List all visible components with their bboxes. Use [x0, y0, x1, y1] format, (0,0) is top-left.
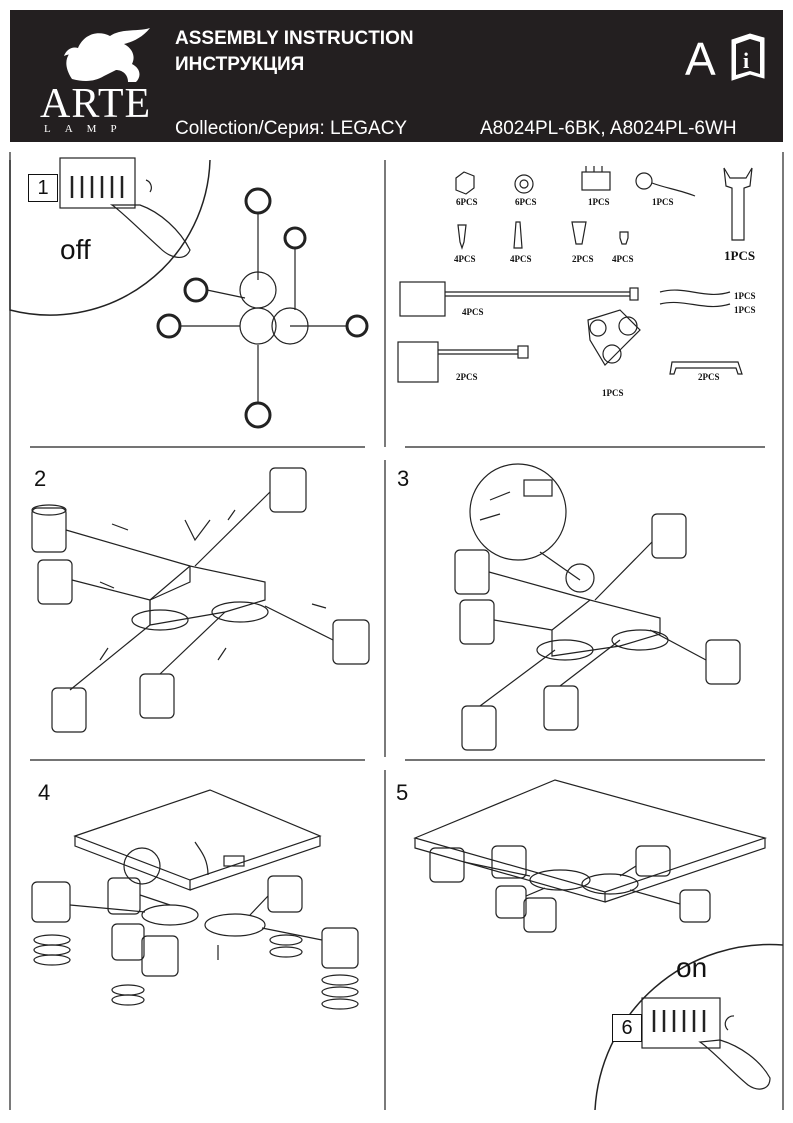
washer-qty-label: 6PCS	[515, 197, 537, 207]
language-letter: A	[685, 33, 716, 85]
page-title: ASSEMBLY INSTRUCTION	[175, 28, 414, 49]
step-2-number: 2	[34, 466, 47, 491]
wrench-qty-label: 1PCS	[724, 248, 756, 263]
step-6-on-label: on	[676, 952, 708, 983]
short-arm-qty-label: 2PCS	[456, 372, 478, 382]
hook-qty-label: 1PCS	[652, 197, 674, 207]
brand-name: ARTE	[40, 81, 152, 127]
model-numbers: A8024PL-6BK, A8024PL-6WH	[480, 118, 737, 139]
step-5-number: 5	[396, 780, 409, 805]
bracket-qty-label: 2PCS	[698, 372, 720, 382]
header-banner: ARTE LAMP ASSEMBLY INSTRUCTION ИНСТРУКЦИ…	[10, 10, 783, 142]
step-3-number: 3	[397, 466, 410, 491]
anchor-qty-label: 4PCS	[510, 254, 532, 264]
griffin-logo-icon	[64, 28, 150, 82]
wire-1-qty-label: 1PCS	[734, 291, 756, 301]
brand-subtitle: LAMP	[44, 123, 131, 135]
step-4-number: 4	[38, 780, 51, 805]
nut-qty-label: 6PCS	[456, 197, 478, 207]
screw-qty-label: 4PCS	[454, 254, 476, 264]
info-book-icon: i	[731, 33, 765, 81]
step-1-number: 1	[28, 174, 58, 202]
cap-qty-label: 2PCS	[572, 254, 594, 264]
page-title-ru: ИНСТРУКЦИЯ	[175, 54, 305, 75]
step-6-number: 6	[612, 1014, 642, 1042]
svg-text:i: i	[743, 48, 749, 73]
collection-label: Collection/Серия: LEGACY	[175, 118, 408, 139]
wire-2-qty-label: 1PCS	[734, 305, 756, 315]
long-arm-qty-label: 4PCS	[462, 307, 484, 317]
bolt-qty-label: 4PCS	[612, 254, 634, 264]
terminal-qty-label: 1PCS	[588, 197, 610, 207]
step-1-off-label: off	[60, 234, 91, 265]
body-qty-label: 1PCS	[602, 388, 624, 398]
